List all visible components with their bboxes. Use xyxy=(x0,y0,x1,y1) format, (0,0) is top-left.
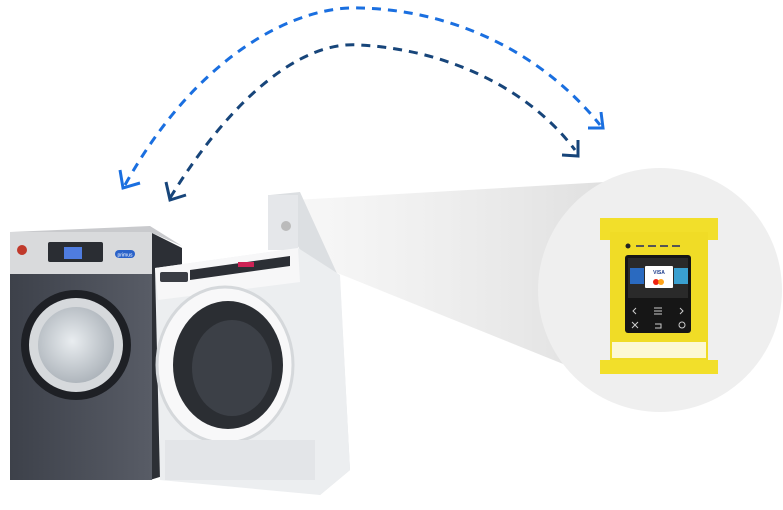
right-chevron-icon xyxy=(679,307,684,315)
washer-white xyxy=(155,192,350,495)
back-icon xyxy=(655,323,662,329)
confirm-icon xyxy=(678,321,686,329)
arrow-bidirectional-dark-icon xyxy=(164,43,580,202)
menu-icon xyxy=(654,307,662,315)
payment-terminal: VISA xyxy=(600,218,718,374)
arrow-bidirectional-light-icon xyxy=(118,6,605,190)
card-brand-logo: VISA xyxy=(653,270,665,276)
washer-brand-logo: primus xyxy=(117,253,133,259)
left-chevron-icon xyxy=(632,307,637,315)
washer-dark: primus xyxy=(10,226,182,480)
cancel-icon xyxy=(631,321,639,329)
